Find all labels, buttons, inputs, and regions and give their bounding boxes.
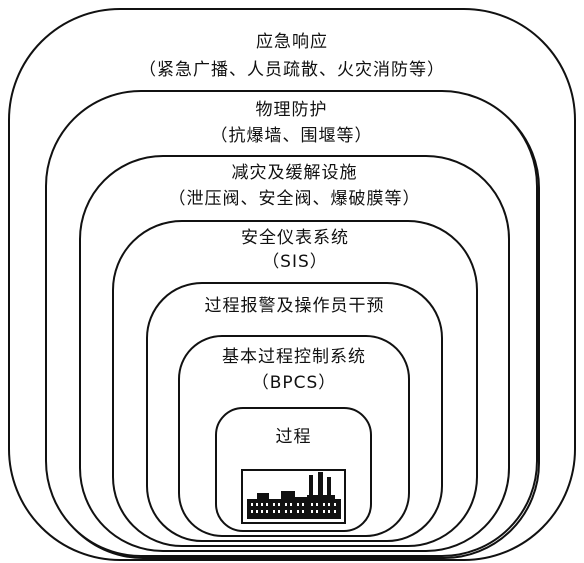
layer-sis-title: 安全仪表系统 — [241, 228, 349, 248]
layer-bpcs-subtitle: （BPCS） — [251, 373, 337, 393]
layer-emergency-response-title: 应急响应 — [256, 32, 328, 52]
layer-process: 过程 — [215, 407, 372, 532]
process-plant-image — [241, 469, 346, 524]
layer-emergency-response-subtitle: （紧急广播、人员疏散、火灾消防等） — [139, 60, 445, 80]
layer-mitigation-title: 减灾及缓解设施 — [231, 163, 358, 183]
layer-process-title: 过程 — [275, 427, 312, 447]
layer-mitigation-subtitle: （泄压阀、安全阀、爆破膜等） — [168, 189, 421, 209]
layer-physical-protection-title: 物理防护 — [255, 100, 328, 120]
layer-sis-subtitle: （SIS） — [262, 252, 328, 272]
layer-alarm-intervention-title: 过程报警及操作员干预 — [204, 296, 385, 316]
layer-physical-protection-subtitle: （抗爆墙、围堰等） — [210, 126, 373, 146]
layer-bpcs-title: 基本过程控制系统 — [222, 347, 366, 367]
